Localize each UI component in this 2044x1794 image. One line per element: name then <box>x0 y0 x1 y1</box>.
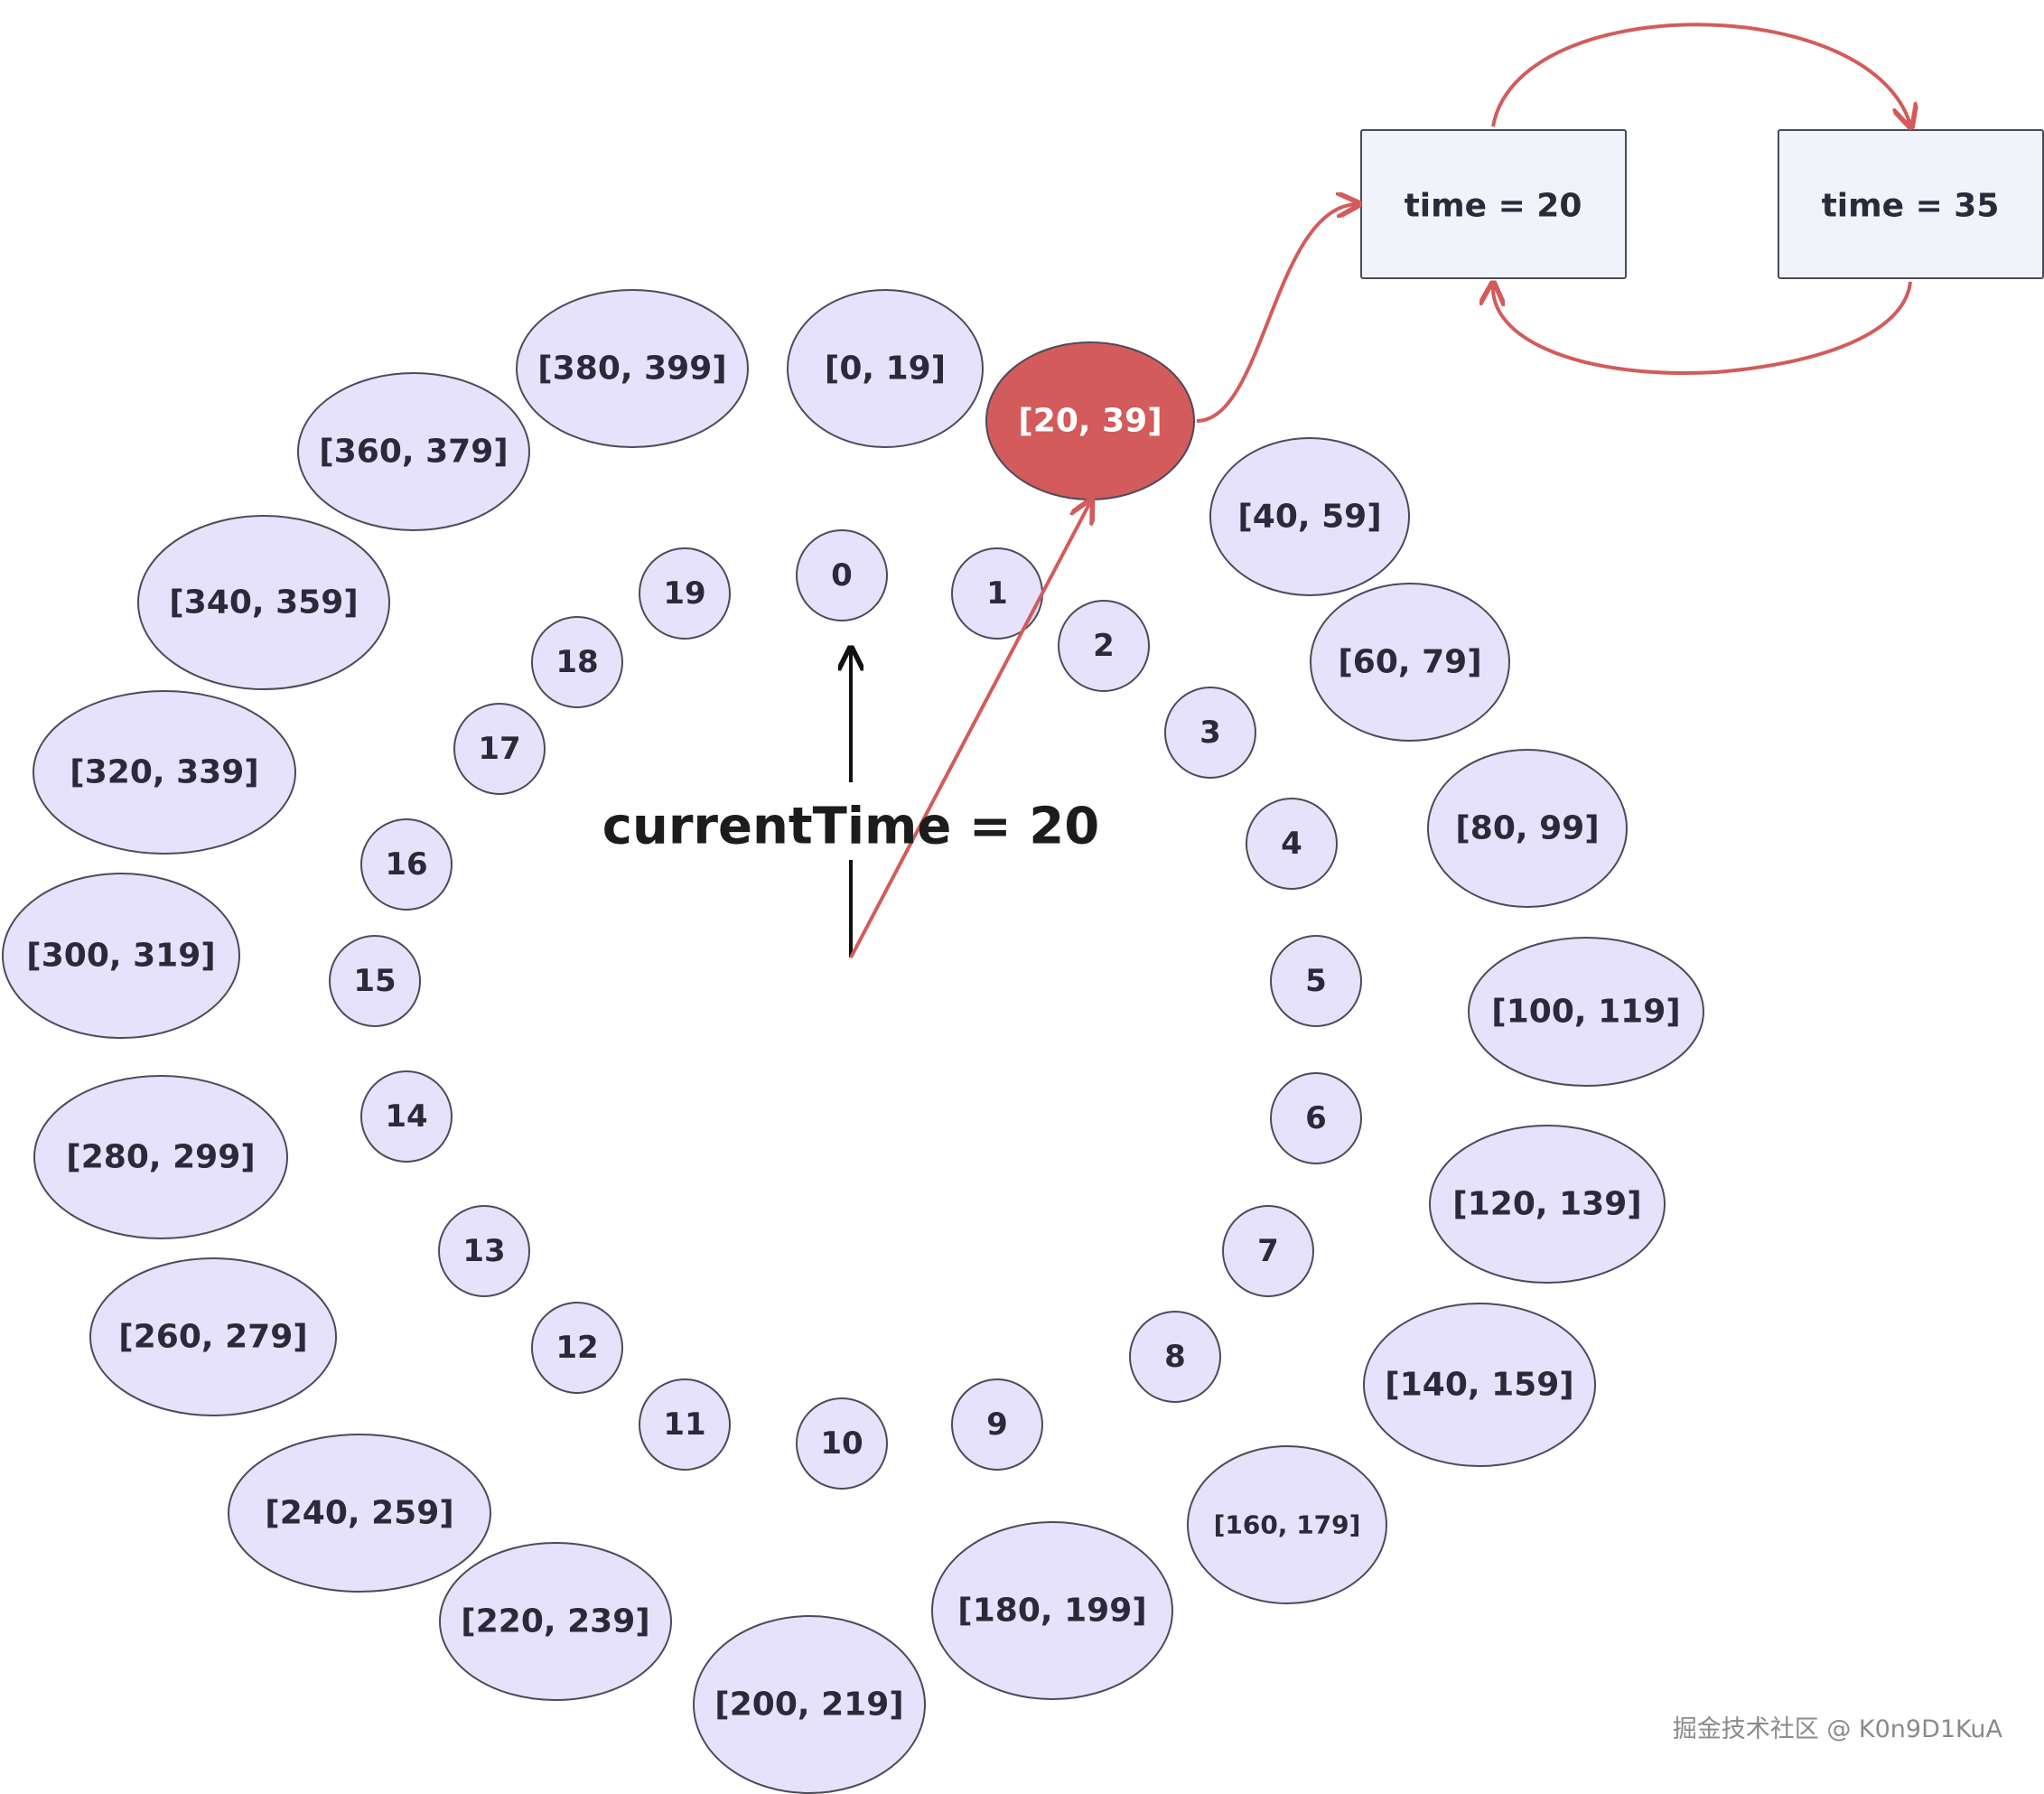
slot-node-14[interactable]: 14 <box>360 1070 453 1163</box>
ring-node-8[interactable]: [160, 179] <box>1187 1445 1387 1604</box>
ring-label-19: [380, 399] <box>537 350 726 388</box>
ring-label-9: [180, 199] <box>957 1593 1146 1630</box>
ring-node-18[interactable]: [360, 379] <box>297 372 530 531</box>
ring-node-12[interactable]: [240, 259] <box>228 1434 491 1593</box>
ring-node-14[interactable]: [280, 299] <box>33 1075 288 1239</box>
slot-node-5[interactable]: 5 <box>1270 935 1362 1027</box>
ring-node-9[interactable]: [180, 199] <box>931 1521 1173 1700</box>
slot-node-16[interactable]: 16 <box>360 818 453 911</box>
active-bucket-arrow <box>849 502 1090 958</box>
ring-label-12: [240, 259] <box>265 1495 453 1532</box>
ring-label-16: [320, 339] <box>70 754 258 791</box>
ring-label-18: [360, 379] <box>319 434 508 471</box>
slot-label-9: 9 <box>986 1406 1008 1443</box>
slot-label-7: 7 <box>1257 1233 1279 1269</box>
slot-node-13[interactable]: 13 <box>438 1205 530 1297</box>
slot-label-3: 3 <box>1199 715 1221 751</box>
slot-label-1: 1 <box>986 575 1008 612</box>
ring-node-16[interactable]: [320, 339] <box>33 690 296 855</box>
slot-node-6[interactable]: 6 <box>1270 1072 1362 1164</box>
ring-label-15: [300, 319] <box>26 938 215 975</box>
ring-node-17[interactable]: [340, 359] <box>137 515 390 690</box>
slot-node-9[interactable]: 9 <box>951 1378 1043 1471</box>
slot-label-15: 15 <box>353 963 396 999</box>
inner-ring: 0 1 2 3 4 5 6 7 8 9 10 11 12 13 14 15 16… <box>329 529 1362 1490</box>
slot-label-12: 12 <box>555 1330 598 1366</box>
ring-label-5: [100, 119] <box>1491 994 1680 1031</box>
ring-node-13[interactable]: [260, 279] <box>89 1257 337 1416</box>
ring-node-0[interactable]: [0, 19] <box>787 289 984 448</box>
ring-node-3[interactable]: [60, 79] <box>1310 583 1510 742</box>
slot-label-17: 17 <box>478 731 520 767</box>
slot-label-11: 11 <box>663 1406 705 1443</box>
slot-label-19: 19 <box>663 575 705 612</box>
ring-label-6: [120, 139] <box>1452 1186 1641 1223</box>
ring-label-2: [40, 59] <box>1237 499 1381 536</box>
slot-node-18[interactable]: 18 <box>531 616 623 708</box>
ring-label-17: [340, 359] <box>169 584 358 621</box>
slot-node-4[interactable]: 4 <box>1246 798 1338 890</box>
slot-label-8: 8 <box>1164 1339 1186 1375</box>
ring-node-7[interactable]: [140, 159] <box>1363 1303 1596 1467</box>
ring-label-13: [260, 279] <box>118 1319 307 1356</box>
slot-node-15[interactable]: 15 <box>329 935 421 1027</box>
ring-node-15[interactable]: [300, 319] <box>2 873 240 1039</box>
ring-node-11[interactable]: [220, 239] <box>439 1542 672 1701</box>
ring-label-1: [20, 39] <box>1018 403 1162 440</box>
ring-label-8: [160, 179] <box>1214 1510 1361 1540</box>
slot-label-5: 5 <box>1305 963 1327 999</box>
slot-label-6: 6 <box>1305 1100 1327 1136</box>
ring-node-6[interactable]: [120, 139] <box>1429 1125 1666 1284</box>
slot-node-12[interactable]: 12 <box>531 1302 623 1394</box>
outer-ring: [0, 19] [20, 39] [40, 59] [60, 79] [80, … <box>2 289 1704 1794</box>
ring-node-4[interactable]: [80, 99] <box>1427 749 1628 908</box>
task-prev-arrow <box>1493 282 1912 375</box>
ring-node-1[interactable]: [20, 39] <box>985 341 1195 500</box>
task-next-arrow <box>1491 23 1910 126</box>
slot-node-0[interactable]: 0 <box>796 529 888 621</box>
slot-label-14: 14 <box>385 1098 427 1135</box>
slot-label-16: 16 <box>385 846 427 883</box>
ring-label-14: [280, 299] <box>66 1139 255 1176</box>
slot-node-3[interactable]: 3 <box>1164 687 1256 779</box>
current-time-label: currentTime = 20 <box>602 798 1099 856</box>
slot-node-19[interactable]: 19 <box>639 547 731 640</box>
slot-label-2: 2 <box>1093 628 1115 664</box>
slot-label-10: 10 <box>820 1425 863 1462</box>
bucket-to-task-arrow <box>1196 204 1357 423</box>
ring-node-2[interactable]: [40, 59] <box>1209 437 1410 596</box>
ring-node-10[interactable]: [200, 219] <box>693 1615 926 1794</box>
task-label-1: time = 35 <box>1822 188 2000 225</box>
slot-label-4: 4 <box>1281 826 1302 862</box>
ring-label-10: [200, 219] <box>714 1687 903 1724</box>
task-box-1[interactable]: time = 35 <box>1778 129 2044 279</box>
slot-node-10[interactable]: 10 <box>796 1397 888 1490</box>
task-label-0: time = 20 <box>1405 188 1582 225</box>
watermark: 掘金技术社区 @ K0n9D1KuA <box>1672 1715 2002 1743</box>
slot-label-18: 18 <box>555 644 598 680</box>
ring-label-7: [140, 159] <box>1385 1367 1573 1404</box>
slot-node-7[interactable]: 7 <box>1222 1205 1314 1297</box>
task-box-0[interactable]: time = 20 <box>1360 129 1627 279</box>
slot-node-1[interactable]: 1 <box>951 547 1043 640</box>
ring-label-3: [60, 79] <box>1338 644 1481 681</box>
slot-node-2[interactable]: 2 <box>1058 600 1150 692</box>
ring-label-0: [0, 19] <box>825 350 946 388</box>
ring-label-4: [80, 99] <box>1455 810 1599 847</box>
slot-node-8[interactable]: 8 <box>1129 1311 1221 1403</box>
ring-node-19[interactable]: [380, 399] <box>516 289 749 448</box>
slot-node-11[interactable]: 11 <box>639 1378 731 1471</box>
slot-label-0: 0 <box>831 557 853 593</box>
slot-label-13: 13 <box>462 1233 505 1269</box>
ring-node-5[interactable]: [100, 119] <box>1468 937 1704 1087</box>
ring-label-11: [220, 239] <box>461 1603 649 1640</box>
slot-node-17[interactable]: 17 <box>453 703 546 795</box>
